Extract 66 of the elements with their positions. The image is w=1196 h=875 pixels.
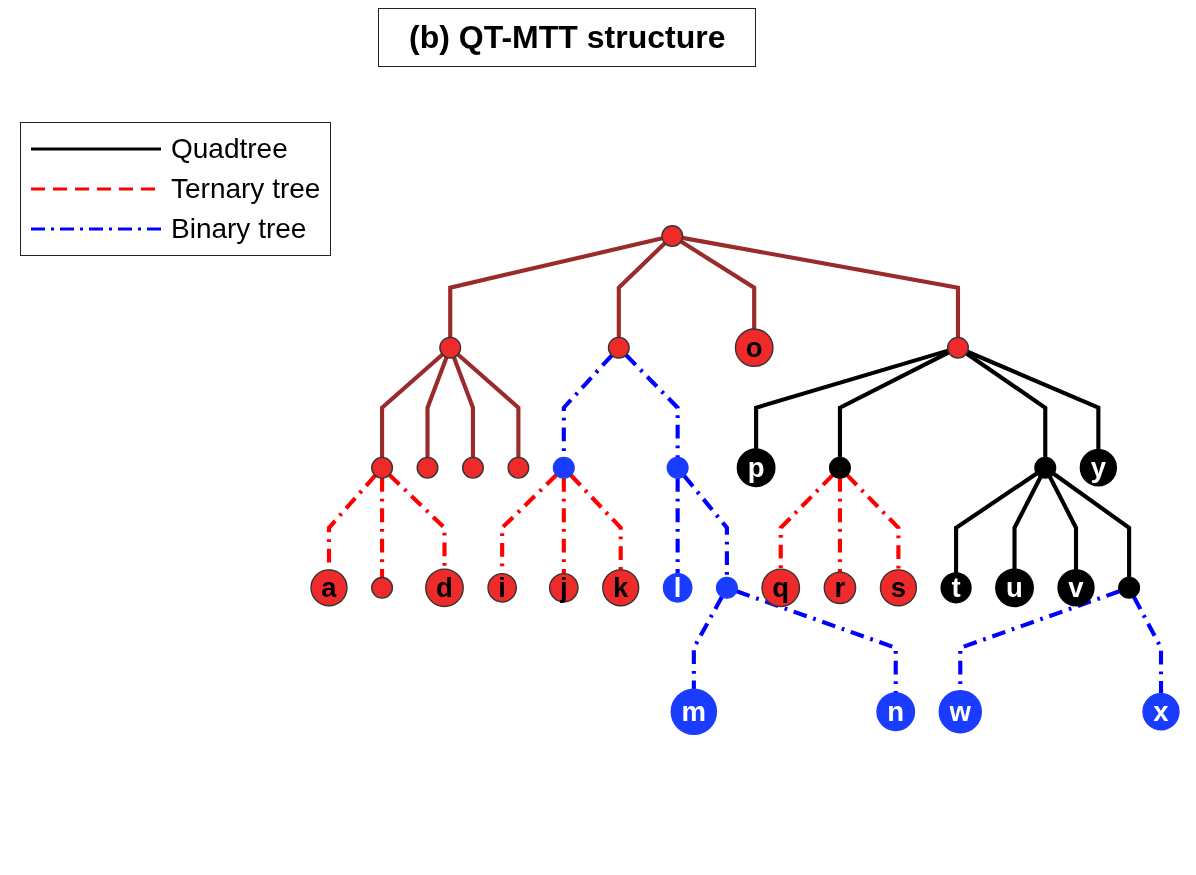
connector bbox=[616, 241, 667, 338]
node-circle bbox=[661, 225, 684, 248]
node-circle bbox=[552, 456, 575, 479]
connector bbox=[735, 589, 898, 693]
node-circle: j bbox=[548, 572, 579, 603]
connector bbox=[845, 473, 901, 570]
node-circle bbox=[1034, 456, 1057, 479]
node-circle: y bbox=[1079, 449, 1118, 487]
connector bbox=[954, 471, 1038, 573]
node-circle: t bbox=[940, 572, 972, 604]
node-circle: q bbox=[761, 568, 801, 608]
node-circle: a bbox=[310, 569, 348, 607]
connector bbox=[754, 348, 949, 449]
connector bbox=[1012, 476, 1043, 570]
connector bbox=[624, 353, 680, 458]
connector bbox=[837, 478, 842, 573]
node-circle bbox=[828, 456, 851, 479]
node-circle bbox=[666, 456, 689, 479]
node-circle: u bbox=[995, 568, 1034, 608]
title: (b) QT-MTT structure bbox=[378, 8, 757, 67]
legend-label: Ternary tree bbox=[171, 172, 321, 206]
node-circle: s bbox=[879, 569, 918, 607]
connector bbox=[965, 351, 1048, 458]
connector bbox=[561, 478, 566, 574]
node-circle: d bbox=[425, 568, 464, 608]
connector bbox=[380, 478, 385, 578]
legend-label: Binary tree bbox=[171, 212, 307, 246]
connector bbox=[679, 239, 757, 329]
connector bbox=[837, 350, 950, 458]
node-circle: m bbox=[670, 688, 718, 735]
connector bbox=[1052, 472, 1132, 578]
connector bbox=[569, 473, 623, 570]
node-circle: o bbox=[734, 328, 774, 368]
node-circle: w bbox=[938, 690, 982, 734]
node-circle bbox=[461, 456, 484, 479]
node-circle bbox=[439, 336, 462, 359]
node-circle bbox=[715, 576, 738, 599]
node-circle bbox=[607, 336, 630, 359]
node-circle bbox=[371, 456, 394, 479]
connector bbox=[778, 473, 835, 570]
connector bbox=[682, 474, 729, 578]
legend-label: Quadtree bbox=[171, 132, 288, 166]
connector bbox=[448, 236, 663, 338]
node-circle: p bbox=[736, 448, 776, 488]
connector bbox=[451, 356, 475, 458]
node-circle bbox=[371, 576, 394, 599]
node-circle bbox=[946, 336, 969, 359]
node-circle: i bbox=[487, 572, 517, 603]
node-circle bbox=[507, 456, 530, 479]
node-circle bbox=[1118, 576, 1141, 599]
connector bbox=[1048, 476, 1079, 570]
connector bbox=[425, 356, 449, 458]
node-circle: v bbox=[1057, 569, 1095, 607]
connector bbox=[675, 478, 680, 574]
node-circle bbox=[416, 456, 439, 479]
connector bbox=[966, 349, 1101, 450]
node-circle: l bbox=[662, 572, 693, 603]
connector bbox=[456, 352, 521, 458]
node-circle: k bbox=[602, 569, 640, 607]
node-circle: r bbox=[823, 571, 857, 605]
node-circle: x bbox=[1142, 693, 1180, 731]
connector bbox=[1132, 595, 1164, 694]
connector bbox=[380, 352, 444, 458]
connector bbox=[691, 595, 724, 690]
node-circle: n bbox=[876, 692, 916, 732]
connector bbox=[682, 235, 961, 338]
